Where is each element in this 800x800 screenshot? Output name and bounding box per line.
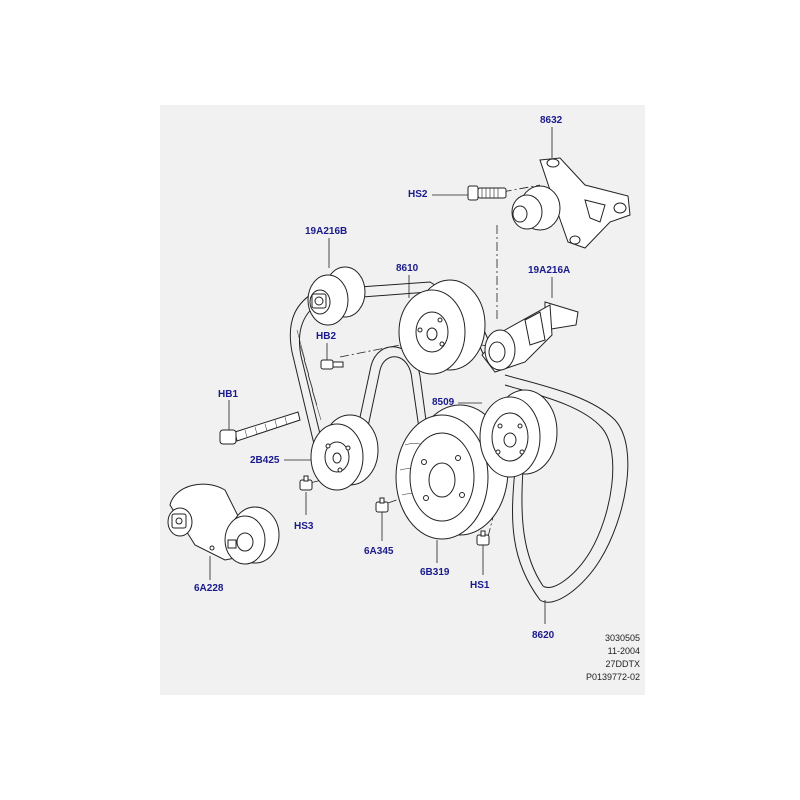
bolt-hs2 xyxy=(467,185,507,201)
label-hs2: HS2 xyxy=(408,189,428,200)
pulley-8509 xyxy=(479,389,558,478)
bolt-6a345 xyxy=(375,497,389,513)
bolt-hs1 xyxy=(476,530,490,546)
label-hb2: HB2 xyxy=(316,331,337,342)
tensioner-19a216a xyxy=(481,301,579,373)
belt-8620 xyxy=(504,374,629,603)
pulley-8610 xyxy=(398,279,486,375)
ref-code-2: 11-2004 xyxy=(607,646,640,656)
pulley-bracket-8632 xyxy=(511,157,631,249)
label-19a216b: 19A216B xyxy=(305,226,348,237)
label-6b319: 6B319 xyxy=(420,567,450,578)
tensioner-6a228 xyxy=(167,483,280,565)
label-6a228: 6A228 xyxy=(194,583,224,594)
label-8610: 8610 xyxy=(396,263,419,274)
bolt-hb1 xyxy=(219,411,301,445)
label-hb1: HB1 xyxy=(218,389,239,400)
leader-lines xyxy=(209,127,553,624)
pulley-2b425 xyxy=(310,414,379,491)
label-hs1: HS1 xyxy=(470,580,490,591)
label-6a345: 6A345 xyxy=(364,546,394,557)
label-hs3: HS3 xyxy=(294,521,314,532)
ref-code-3: 27DDTX xyxy=(605,659,640,669)
ref-code-1: 3030505 xyxy=(604,633,640,643)
label-8620: 8620 xyxy=(532,630,555,641)
ref-code-4: P0139772-02 xyxy=(585,672,640,682)
idler-pulley-19a216b xyxy=(307,266,366,326)
label-8632: 8632 xyxy=(540,115,563,126)
label-2b425: 2B425 xyxy=(250,455,280,466)
label-19a216a: 19A216A xyxy=(528,265,571,276)
bolt-hs3 xyxy=(299,475,313,491)
bolt-hb2 xyxy=(320,359,344,370)
label-8509: 8509 xyxy=(432,397,455,408)
